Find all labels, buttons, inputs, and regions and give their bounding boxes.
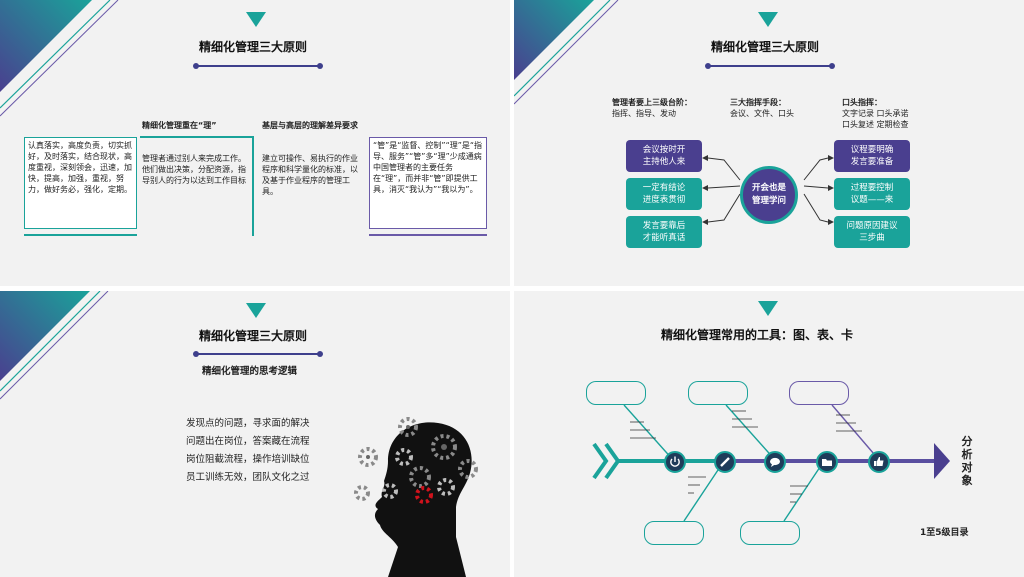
center-text: 开会也是 管理学问 bbox=[751, 183, 786, 206]
corner-decoration bbox=[0, 291, 109, 400]
tip-text: 发言要靠后 才能听真话 bbox=[642, 221, 686, 243]
tip-text: 会议按时开 主持他人来 bbox=[642, 145, 686, 167]
pencil-icon[interactable] bbox=[714, 451, 736, 473]
category-label-4[interactable] bbox=[644, 521, 704, 545]
tip-box-1: 会议按时开 主持他人来 bbox=[626, 140, 702, 172]
slide-4[interactable]: 精细化管理常用的工具：图、表、卡 bbox=[514, 291, 1024, 577]
underline-dot bbox=[193, 63, 199, 69]
tip-box-3: 发言要靠后 才能听真话 bbox=[626, 216, 702, 248]
col3-text: 建立可操作、易执行的作业程序和科学量化的标准，以及基于作业程序的管理工具。 bbox=[262, 154, 358, 196]
category-label-2[interactable] bbox=[688, 381, 748, 405]
heading-levels-sub: 指挥、指导、发动 bbox=[612, 109, 676, 118]
corner-decoration bbox=[514, 0, 619, 105]
tip-text: 一定有结论 进度表贯彻 bbox=[642, 183, 686, 205]
principle-box-1: 认真落实，高度负责，切实抓好，及时落实，结合现状，高度重视，深刻领会，迅速，加快… bbox=[24, 137, 137, 229]
category-label-5[interactable] bbox=[740, 521, 800, 545]
col2-heading: 精细化管理重在“理” bbox=[142, 121, 217, 130]
tip-box-6: 问题原因建议 三步曲 bbox=[834, 216, 910, 248]
col2-text: 管理者通过别人来完成工作。他们做出决策，分配资源，指导别人的行为以达到工作目标 bbox=[142, 154, 246, 185]
head-gears-illustration bbox=[354, 417, 478, 577]
underline-dot bbox=[193, 351, 199, 357]
principle-text-4: “管”是“监督、控制”“理”是“指导、服务”“管”多“理”少成通病中国管理者的主… bbox=[373, 141, 483, 194]
page-title: 精细化管理三大原则 bbox=[199, 40, 308, 54]
heading-means: 三大指挥手段： bbox=[730, 98, 786, 107]
principle-text-1: 认真落实，高度负责，切实抓好，及时落实，结合现状，高度重视，深刻领会，迅速，加快… bbox=[28, 141, 132, 194]
title-marker bbox=[246, 12, 266, 27]
box-underline bbox=[24, 234, 137, 236]
chat-icon[interactable] bbox=[764, 451, 786, 473]
slide-1[interactable]: 精细化管理三大原则 认真落实，高度负责，切实抓好，及时落实，结合现状，高度重视，… bbox=[0, 0, 510, 286]
col3-heading: 基层与高层的理解差异要求 bbox=[262, 121, 358, 130]
body-text: 发现点的问题，寻求面的解决 问题出在岗位，答案藏在流程 岗位阻截流程，操作培训缺… bbox=[186, 415, 310, 487]
page-title: 精细化管理三大原则 bbox=[199, 329, 308, 343]
title-marker bbox=[758, 12, 778, 27]
page-title: 精细化管理常用的工具：图、表、卡 bbox=[661, 328, 854, 342]
box-underline bbox=[369, 234, 487, 236]
connector-arrows bbox=[702, 155, 834, 225]
footer-label: 1至5级目录 bbox=[920, 528, 969, 538]
body-line: 员工训练无效，团队文化之过 bbox=[186, 472, 310, 483]
tip-box-5: 过程要控制 议题——来 bbox=[834, 178, 910, 210]
category-label-3[interactable] bbox=[789, 381, 849, 405]
tip-text: 过程要控制 议题——来 bbox=[850, 183, 894, 205]
center-circle: 开会也是 管理学问 bbox=[740, 166, 798, 224]
title-underline bbox=[196, 65, 320, 67]
body-line: 发现点的问题，寻求面的解决 bbox=[186, 418, 310, 429]
thumbs-up-icon[interactable] bbox=[868, 451, 890, 473]
analysis-target-label: 分析对象 bbox=[961, 435, 973, 487]
title-underline bbox=[708, 65, 832, 67]
title-marker bbox=[246, 303, 266, 318]
tip-box-2: 一定有结论 进度表贯彻 bbox=[626, 178, 702, 210]
principle-box-4: “管”是“监督、控制”“理”是“指导、服务”“管”多“理”少成通病中国管理者的主… bbox=[369, 137, 487, 229]
tip-text: 议程要明确 发言要准备 bbox=[850, 145, 894, 167]
underline-dot bbox=[705, 63, 711, 69]
corner-decoration bbox=[0, 0, 119, 117]
title-underline bbox=[196, 353, 320, 355]
subtitle: 精细化管理的思考逻辑 bbox=[202, 366, 298, 377]
category-label-1[interactable] bbox=[586, 381, 646, 405]
body-line: 岗位阻截流程，操作培训缺位 bbox=[186, 454, 310, 465]
body-line: 问题出在岗位，答案藏在流程 bbox=[186, 436, 310, 447]
heading-oral: 口头指挥： bbox=[842, 98, 882, 107]
underline-dot bbox=[317, 63, 323, 69]
heading-levels: 管理者要上三级台阶： bbox=[612, 98, 692, 107]
slide-2[interactable]: 精细化管理三大原则 管理者要上三级台阶： 指挥、指导、发动 三大指挥手段： 会议… bbox=[514, 0, 1024, 286]
title-marker bbox=[758, 301, 778, 316]
underline-dot bbox=[829, 63, 835, 69]
heading-means-sub: 会议、文件、口头 bbox=[730, 109, 794, 118]
tip-text: 问题原因建议 三步曲 bbox=[846, 221, 898, 243]
power-icon[interactable] bbox=[664, 451, 686, 473]
heading-oral-sub2: 口头复述 定期检查 bbox=[842, 120, 909, 129]
underline-dot bbox=[317, 351, 323, 357]
slide-3[interactable]: 精细化管理三大原则 精细化管理的思考逻辑 发现点的问题，寻求面的解决 问题出在岗… bbox=[0, 291, 510, 577]
page-title: 精细化管理三大原则 bbox=[711, 40, 820, 54]
tip-box-4: 议程要明确 发言要准备 bbox=[834, 140, 910, 172]
heading-oral-sub1: 文字记录 口头承诺 bbox=[842, 109, 909, 118]
col2-line bbox=[140, 136, 252, 138]
folder-icon[interactable] bbox=[816, 451, 838, 473]
col-divider bbox=[252, 136, 254, 236]
